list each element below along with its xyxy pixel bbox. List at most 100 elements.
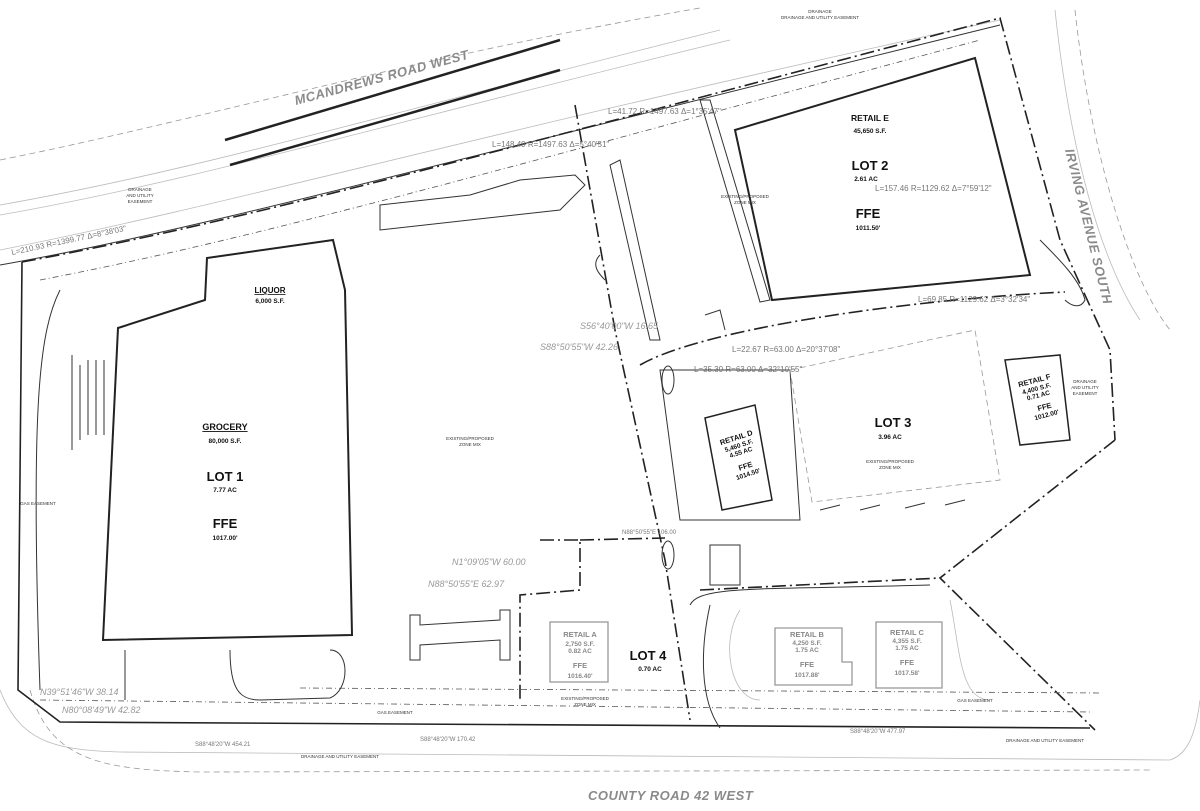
retail-a-acres: 0.82 AC (568, 648, 592, 655)
grocery-area: 80,000 S.F. (209, 438, 242, 445)
retail-c-area: 4,355 S.F. (892, 638, 921, 645)
bearing-label: N39°51'46"W 38.14 (40, 687, 119, 697)
bearing-label: S88°48'20"W 170.42 (420, 737, 476, 743)
retail-b-label: RETAIL B (790, 630, 824, 639)
retail-b-area: 4,250 S.F. (792, 640, 821, 647)
bearing-label: N88°50'55"E 62.97 (428, 579, 505, 589)
retail-a-label: RETAIL A (563, 630, 597, 639)
bearing-label: N1°09'05"W 60.00 (452, 557, 526, 567)
bearing-label: S56°40'00"W 16.65 (580, 321, 659, 331)
easement-text: DRAINAGE (128, 187, 152, 192)
zone-mix-line: EXISTING/PROPOSED (561, 696, 610, 701)
gas-easement-west: GAS EASEMENT (20, 501, 56, 506)
lot-1-ffe-value: 1017.00' (212, 535, 237, 542)
retail-f-ffe-label: FFE (1036, 401, 1052, 413)
curve-label: L=69.85 R=1129.62 Δ=3°32'34" (918, 295, 1030, 304)
retail-b-building (774, 627, 853, 686)
lot-2-ffe-value: 1011.50' (856, 225, 881, 232)
lot-lines (519, 104, 1066, 721)
retail-b-ffe-value: 1017.88' (794, 672, 819, 679)
retail-c-building (875, 621, 943, 689)
lot-4-label: LOT 4 (630, 648, 668, 663)
bearing-label: S88°48'20"W 477.97 (850, 729, 906, 735)
grocery-building (101, 238, 354, 642)
easement-labels: DRAINAGE AND UTILITY EASEMENT DRAINAGE D… (20, 9, 1099, 759)
county-road (0, 689, 1200, 773)
gas-easement-southeast: GAS EASEMENT (957, 698, 993, 703)
zone-mix-line: ZONE MIX (459, 442, 481, 447)
parking-layout (71, 99, 991, 729)
drainage-easement-south: DRAINAGE AND UTILITY EASEMENT (301, 754, 379, 759)
curve-label: L=22.67 R=63.00 Δ=20°37'08" (732, 345, 840, 354)
irving-avenue (1039, 9, 1171, 331)
mcandrews-road (0, 7, 1001, 266)
retail-c-label: RETAIL C (890, 628, 924, 637)
curve-label: L=41.72 R=1497.63 Δ=1°35'47" (608, 107, 721, 116)
retail-c-ffe-label: FFE (900, 658, 914, 667)
retail-f-building (1004, 354, 1071, 446)
liquor-area: 6,000 S.F. (255, 298, 284, 305)
zone-mix-label-1: EXISTING/PROPOSED ZONE MIX (446, 436, 495, 447)
lot-4-labels: LOT 4 0.70 AC RETAIL A 2,750 S.F. 0.82 A… (561, 630, 667, 707)
curve-label: L=148.49 R=1497.63 Δ=5°40'51" (492, 140, 609, 149)
lot-2-acres: 2.61 AC (854, 176, 878, 183)
retail-a-ffe-label: FFE (573, 661, 587, 670)
property-boundary (17, 17, 1116, 731)
lot-3-pad (789, 329, 1001, 503)
retail-a-ffe-value: 1016.40' (567, 673, 592, 680)
zone-mix-line: ZONE MIX (734, 200, 756, 205)
easement-text: EASEMENT (128, 199, 153, 204)
zone-mix-line: EXISTING/PROPOSED (866, 459, 915, 464)
lot-1-ffe-label: FFE (213, 516, 238, 531)
bearing-label: S88°50'55"W 42.26 (540, 342, 618, 352)
lot-3-labels: LOT 3 3.96 AC EXISTING/PROPOSED ZONE MIX (866, 415, 915, 470)
lot-2-label: LOT 2 (852, 158, 889, 173)
lot-2-ffe-label: FFE (856, 206, 881, 221)
zone-mix-line: ZONE MIX (879, 465, 901, 470)
drainage-easement-east: DRAINAGE AND UTILITY EASEMENT (1071, 379, 1099, 396)
bearing-label: N80°08'49"W 42.82 (62, 705, 141, 715)
easement-text: DRAINAGE (1073, 379, 1097, 384)
drainage-easement-top: DRAINAGE DRAINAGE AND UTILITY EASEMENT (781, 9, 859, 20)
drainage-easement-southeast: DRAINAGE AND UTILITY EASEMENT (1006, 738, 1084, 743)
zone-mix-line: ZONE MIX (574, 702, 596, 707)
zone-mix-line: EXISTING/PROPOSED (721, 194, 770, 199)
road-label-irving: IRVING AVENUE SOUTH (1062, 147, 1115, 306)
gas-easement-south: GAS EASEMENT (377, 710, 413, 715)
road-label-county: COUNTY ROAD 42 WEST (588, 788, 754, 803)
retail-b-acres: 1.75 AC (795, 647, 819, 654)
retail-a-area: 2,750 S.F. (565, 641, 594, 648)
easement-text: AND UTILITY (126, 193, 154, 198)
grocery-label: GROCERY (202, 422, 247, 432)
retail-e-building (733, 56, 1032, 302)
liquor-label: LIQUOR (254, 286, 285, 295)
retail-d-building (704, 404, 773, 511)
road-label-mcandrews: MCANDREWS ROAD WEST (293, 47, 471, 108)
curve-label: L=35.39 R=63.00 Δ=32°10'55" (694, 365, 802, 374)
easement-text: EASEMENT (1073, 391, 1098, 396)
lot-3-acres: 3.96 AC (878, 434, 902, 441)
easement-text: DRAINAGE AND UTILITY EASEMENT (781, 15, 859, 20)
retail-c-ffe-value: 1017.58' (894, 670, 919, 677)
lot-1-label: LOT 1 (207, 469, 244, 484)
lot-4-acres: 0.70 AC (638, 666, 662, 673)
bearing-data: S56°40'00"W 16.65 S88°50'55"W 42.26 N1°0… (40, 321, 906, 748)
retail-e-label: RETAIL E (851, 113, 889, 123)
easement-text: DRAINAGE (808, 9, 832, 14)
retail-c-acres: 1.75 AC (895, 645, 919, 652)
curve-label: L=157.46 R=1129.62 Δ=7°59'12" (875, 184, 992, 193)
easement-text: AND UTILITY (1071, 385, 1099, 390)
lot-1-labels: LIQUOR 6,000 S.F. GROCERY 80,000 S.F. LO… (202, 286, 285, 542)
bearing-label: S88°48'20"W 454.21 (195, 742, 251, 748)
retail-a-building (549, 621, 609, 683)
lot-2-labels: RETAIL E 45,650 S.F. LOT 2 2.61 AC FFE 1… (721, 113, 889, 232)
drainage-easement-north: DRAINAGE AND UTILITY EASEMENT (126, 187, 154, 204)
retail-b-ffe-label: FFE (800, 660, 814, 669)
zone-mix-line: EXISTING/PROPOSED (446, 436, 495, 441)
retail-b-labels: RETAIL B 4,250 S.F. 1.75 AC FFE 1017.88' (790, 630, 824, 679)
retail-d-ffe-label: FFE (737, 460, 753, 473)
lot-1-acres: 7.77 AC (213, 487, 237, 494)
lot-3-label: LOT 3 (875, 415, 912, 430)
retail-c-labels: RETAIL C 4,355 S.F. 1.75 AC FFE 1017.58' (890, 628, 924, 677)
